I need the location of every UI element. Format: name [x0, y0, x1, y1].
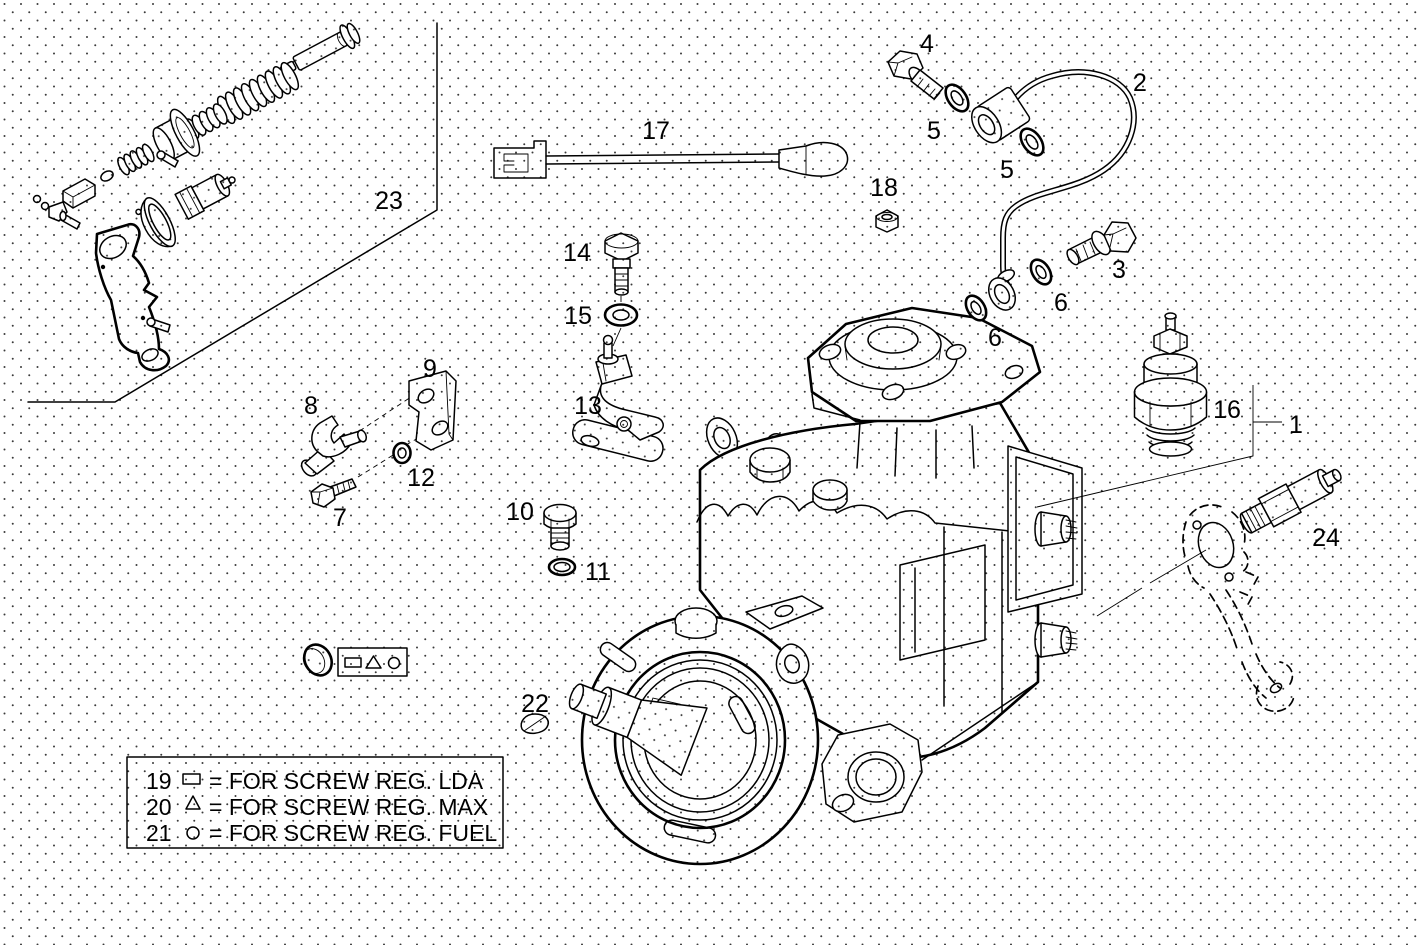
legend-row-num: 19	[146, 768, 172, 794]
ball	[40, 201, 50, 211]
pump-top-bracket	[674, 595, 824, 684]
callout-2: 2	[1133, 69, 1147, 97]
region-23-boundary	[27, 22, 438, 403]
circle-icon	[387, 656, 401, 670]
key-22	[520, 713, 549, 735]
callout-4: 4	[920, 30, 934, 58]
ball	[32, 194, 42, 204]
cable-wire	[545, 153, 780, 165]
callout-6b: 6	[988, 324, 1002, 352]
callout-9: 9	[423, 355, 437, 383]
callout-17: 17	[642, 117, 670, 145]
washer-6b	[964, 294, 988, 322]
o-ring-11	[547, 557, 577, 577]
callout-1-bracket	[1036, 385, 1282, 508]
lever-8	[300, 415, 368, 477]
triangle-icon	[185, 795, 201, 810]
callout-23: 23	[375, 187, 403, 215]
triangle-icon	[365, 655, 382, 669]
thermo-valve-16	[1133, 312, 1208, 457]
pump-hex-plug	[812, 479, 848, 511]
legend-row-text: = FOR SCREW REG. LDA	[209, 768, 484, 794]
washer-6a	[1029, 258, 1053, 286]
callout-3: 3	[1112, 256, 1126, 284]
mini-bracket-screw-head	[59, 210, 67, 222]
callout-11: 11	[585, 558, 611, 586]
callout-24: 24	[1312, 524, 1340, 552]
banjo-bolt-4	[887, 50, 944, 101]
main-spring	[216, 61, 300, 125]
pipe-core	[998, 70, 1136, 288]
sensor-24	[1239, 468, 1342, 534]
callout-5b: 5	[1000, 156, 1014, 184]
pipe-union-lower	[987, 269, 1017, 311]
callout-12: 12	[407, 464, 435, 492]
pump-side-fitting-upper	[1034, 511, 1078, 547]
injection-pump	[568, 306, 1083, 866]
cap-plug	[302, 643, 334, 677]
cable-17	[493, 140, 849, 179]
pipe-union-upper	[971, 86, 1031, 144]
callout-13: 13	[574, 392, 602, 420]
legend-row-num: 20	[146, 794, 172, 820]
bolt-7	[310, 478, 357, 508]
callout-1: 1	[1289, 411, 1303, 439]
plate-9	[408, 370, 457, 451]
callout-8: 8	[304, 392, 318, 420]
washer-12	[392, 441, 412, 465]
banjo-bolt-3	[1066, 221, 1137, 266]
alignment-leader-lines	[351, 392, 433, 478]
guide-block-edges	[62, 184, 96, 209]
seat-screw-head	[156, 150, 166, 160]
legend-row-text: = FOR SCREW REG. FUEL	[209, 820, 497, 846]
pump-side-fitting-lower	[1034, 622, 1078, 658]
gasket-leader-line	[1096, 549, 1207, 617]
washer-5b	[1019, 127, 1045, 157]
pump-front-flange	[568, 614, 820, 866]
solenoid-core	[174, 173, 236, 220]
legend-box: 19 = FOR SCREW REG. LDA 20 = FOR SCREW R…	[126, 756, 504, 849]
pump-mounting-boss	[821, 723, 923, 823]
callout-18: 18	[870, 174, 898, 202]
washer-15	[603, 303, 639, 327]
cup-washer	[135, 197, 176, 248]
phantom-gasket-outline	[1096, 504, 1295, 713]
callout-5a: 5	[927, 117, 941, 145]
callout-10: 10	[506, 498, 534, 526]
callout-16: 16	[1213, 396, 1241, 424]
casting-parting-line	[696, 495, 1011, 532]
assembly-23-governor-parts	[32, 22, 361, 372]
callout-6a: 6	[1054, 289, 1068, 317]
drive-shaft	[568, 683, 708, 777]
small-spring	[117, 143, 155, 176]
nut-18	[875, 209, 899, 233]
callout-15: 15	[564, 302, 592, 330]
fuel-pipe-2	[971, 69, 1137, 311]
spring-seat	[152, 108, 201, 162]
callout-7: 7	[333, 504, 347, 532]
bracket-13	[572, 334, 664, 462]
callout-14: 14	[563, 239, 591, 267]
bolt-14	[604, 232, 639, 296]
cable-handle	[778, 141, 849, 177]
pump-hex-plug	[749, 447, 791, 483]
circle-icon	[186, 826, 200, 840]
retainer-clip	[100, 170, 114, 182]
pump-top-cover	[806, 306, 1042, 423]
control-lever	[94, 223, 171, 372]
legend-row-num: 21	[146, 820, 172, 846]
axis-leader-line	[612, 296, 622, 347]
square-icon	[182, 773, 201, 785]
square-icon	[344, 657, 362, 668]
connector	[493, 140, 547, 179]
legend-row-text: = FOR SCREW REG. MAX	[209, 794, 488, 820]
fitting-10	[543, 503, 577, 551]
washer-5a	[944, 83, 970, 113]
callout-22: 22	[521, 690, 549, 718]
symbols-box	[337, 647, 408, 677]
